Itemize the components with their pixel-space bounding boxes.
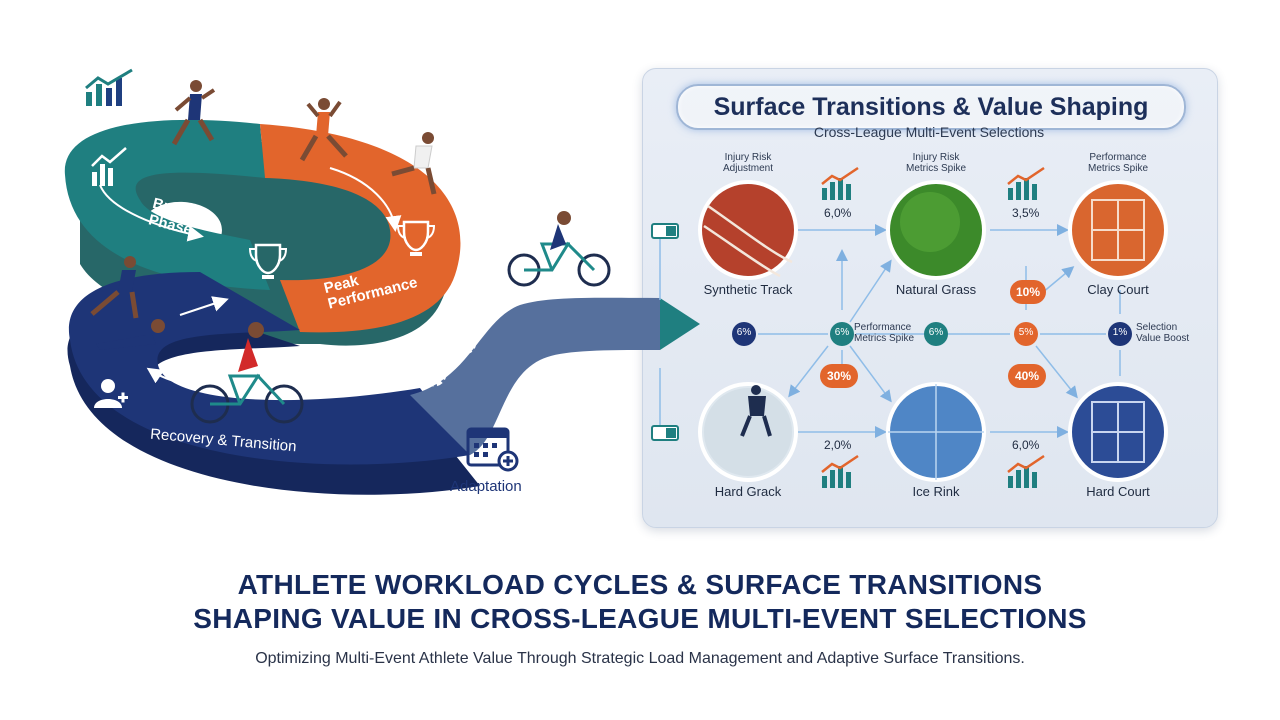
surface-name-clay-court: Clay Court	[1087, 282, 1149, 297]
runner-figure-4	[90, 256, 139, 319]
surface-name-ice-rink: Ice Rink	[912, 484, 960, 499]
battery-icon-bottom	[651, 425, 679, 441]
surface-name-hard-court: Hard Court	[1086, 484, 1150, 499]
note-natural-grass: Injury Risk Metrics Spike	[905, 152, 966, 174]
note-clay-court: Performance Metrics Spike	[1087, 152, 1148, 174]
trend-chart-icon-4	[1007, 454, 1045, 488]
badge-right-orange	[1014, 322, 1038, 346]
calendar-plus-icon	[466, 427, 519, 472]
workload-cycle-ribbon	[64, 119, 700, 495]
cyclist-figure-2	[190, 322, 304, 424]
panel-subtitle: Cross-League Multi-Event Selections	[813, 124, 1045, 140]
badge-left-text: 6%	[736, 327, 752, 338]
badge-orange-low	[1008, 364, 1046, 388]
build-up-segment	[64, 119, 271, 290]
note-synthetic-track: Injury Risk Adjustment	[722, 152, 774, 174]
trend-chart-icon-3	[821, 454, 859, 488]
trend-chart-icon-2	[1007, 166, 1045, 200]
edge-hard-to-ice: 2,0%	[824, 438, 852, 452]
runner-figure	[171, 80, 216, 146]
stopwatch-chart-icon	[91, 147, 127, 186]
gear-icon	[421, 361, 447, 387]
surface-name-hard-grack: Hard Grack	[714, 484, 782, 499]
headline-subtitle: Optimizing Multi-Event Athlete Value Thr…	[255, 650, 1025, 667]
recovery-segment	[68, 272, 471, 465]
edge-grass-to-clay: 3,5%	[1012, 206, 1040, 220]
badge-orange-mid	[820, 364, 858, 388]
trend-chart-icon-1	[821, 166, 859, 200]
selection-value-label: Selection Value Boost	[1136, 322, 1190, 344]
headline-line-2: SHAPING VALUE IN CROSS-LEAGUE MULTI-EVEN…	[193, 603, 1087, 634]
surface-network	[651, 166, 1168, 488]
badge-center-right-text: 6%	[928, 327, 944, 338]
gear-icon-small	[456, 334, 476, 354]
surface-name-synthetic-track: Synthetic Track	[703, 282, 793, 297]
surface-name-natural-grass: Natural Grass	[895, 282, 977, 297]
adaptation-label: Adaptation	[450, 478, 522, 495]
surface-ice-rink	[886, 382, 986, 482]
main-headline: ATHLETE WORKLOAD CYCLES & SURFACE TRANSI…	[0, 568, 1280, 636]
growth-chart-icon	[85, 68, 133, 106]
peak-segment	[260, 124, 461, 333]
resting-athlete-figure	[96, 319, 165, 350]
badge-right-navy	[1108, 322, 1132, 346]
badge-orange-top	[1010, 280, 1046, 304]
surface-hard-grack	[698, 382, 798, 482]
band-arrowhead	[660, 298, 700, 350]
medical-person-icon	[94, 379, 128, 408]
panel-title: Surface Transitions & Value Shaping	[676, 84, 1186, 130]
edge-ice-to-court: 6,0%	[1012, 438, 1040, 452]
performance-metrics-label: Performance Metrics Spike	[854, 322, 915, 344]
headline-line-1: ATHLETE WORKLOAD CYCLES & SURFACE TRANSI…	[237, 569, 1043, 600]
badge-orange-top-text: 10%	[1015, 285, 1041, 299]
surface-hard-court	[1068, 382, 1168, 482]
badge-left	[732, 322, 756, 346]
trophy-icon-peak	[396, 220, 436, 256]
badge-right-orange-text: 5%	[1018, 327, 1034, 338]
badge-orange-low-text: 40%	[1014, 369, 1040, 383]
runner-figure-2	[299, 98, 348, 162]
cyclist-figure	[507, 211, 611, 287]
surface-natural-grass	[886, 180, 986, 280]
badge-orange-mid-text: 30%	[826, 369, 852, 383]
surface-clay-court	[1068, 180, 1168, 280]
badge-center-left-text: 6%	[834, 327, 850, 338]
badge-center-right	[924, 322, 948, 346]
badge-right-navy-text: 1%	[1112, 327, 1128, 338]
trophy-icon	[248, 243, 288, 279]
adaptation-band	[410, 297, 660, 455]
battery-icon-top	[651, 223, 679, 239]
edge-track-to-grass: 6,0%	[824, 206, 852, 220]
surface-synthetic-track	[698, 180, 798, 280]
runner-figure-3	[391, 132, 437, 195]
badge-center-left	[830, 322, 854, 346]
